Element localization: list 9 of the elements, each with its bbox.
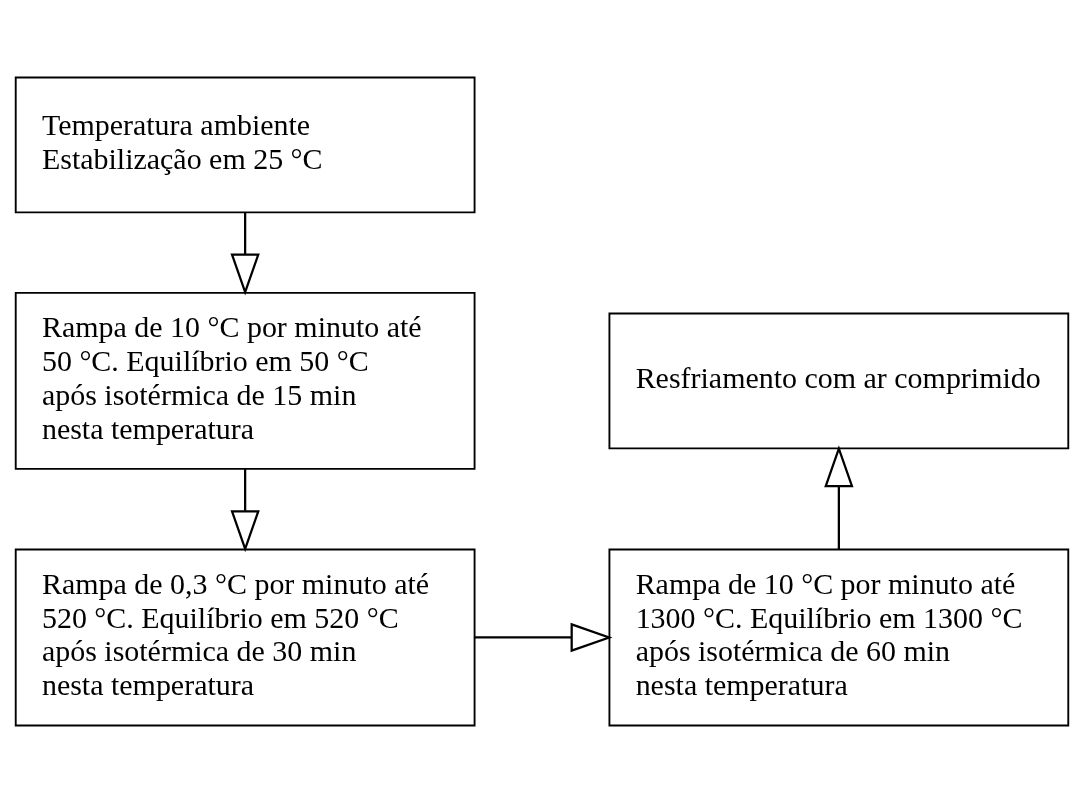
arrow (824, 445, 854, 550)
node-box: Rampa de 10 °C por minuto até 1300 °C. Equilíbrio em 1300 °C após isotérmica de 60 min nesta temperatura (608, 548, 1070, 727)
node-box: Resfriamento com ar comprimido (608, 312, 1070, 450)
node-box: Rampa de 0,3 °C por minuto até 520 °C. Equilíbrio em 520 °C após isotérmica de 30 min nesta temperatura (14, 548, 476, 727)
node-box: Rampa de 10 °C por minuto até 50 °C. Equilíbrio em 50 °C após isotérmica de 15 min nesta temperatura (14, 291, 476, 470)
arrow (230, 212, 260, 296)
node-box: Temperatura ambiente Estabilização em 25 °C (14, 76, 476, 214)
arrow (230, 469, 260, 553)
arrow (474, 622, 613, 653)
